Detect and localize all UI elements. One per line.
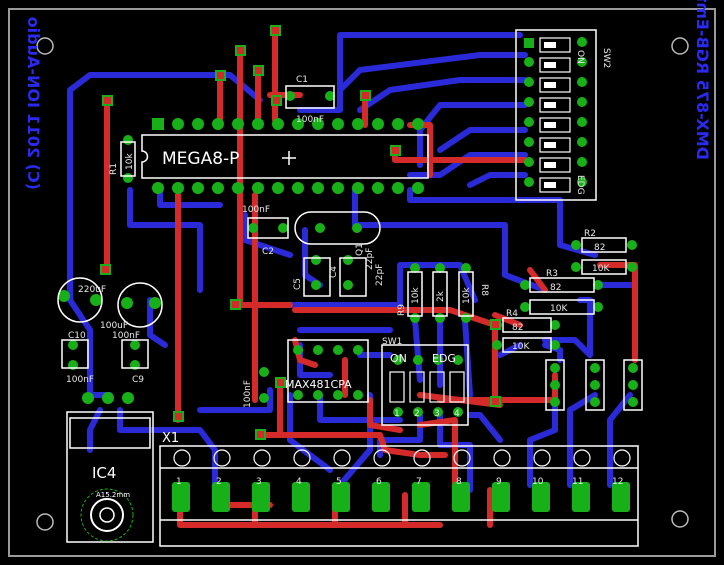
- r9-value: 10k: [411, 287, 421, 304]
- x1-pin-10: 10: [532, 477, 544, 487]
- c9-value-top: 100nF: [112, 331, 140, 341]
- board-outline: [8, 8, 716, 557]
- r9-label: R9: [397, 304, 407, 316]
- silkscreen: [57, 29, 643, 547]
- sw2-switch-cells: [524, 37, 587, 193]
- mounting-hole-tr: [671, 37, 689, 55]
- r3-value: 82: [550, 283, 561, 293]
- c2-value: 100nF: [242, 205, 270, 215]
- q1-label: Q1: [355, 243, 365, 256]
- x1-pin-2: 2: [216, 477, 222, 487]
- vias: [100, 25, 501, 440]
- c9-label: C9: [132, 375, 144, 385]
- c10-label: C10: [68, 331, 86, 341]
- sw1-pin-3: 3: [434, 409, 440, 419]
- x1-pin-7: 7: [416, 477, 422, 487]
- x1-pin-1: 1: [176, 477, 182, 487]
- x1-label: X1: [162, 431, 179, 446]
- x1-pin-8: 8: [456, 477, 462, 487]
- ic4-heatsink: [80, 488, 134, 542]
- x1-pin-5: 5: [336, 477, 342, 487]
- c5-label: C5: [293, 278, 303, 290]
- r1-label: R1: [109, 163, 119, 175]
- c1-label: C1: [296, 75, 308, 85]
- max-cap-value: 100nF: [243, 380, 253, 408]
- ic4-label: IC4: [92, 464, 116, 482]
- r4-label: R4: [506, 309, 518, 319]
- r3-value-2: 10K: [550, 304, 568, 314]
- sw2-edg: EDG: [575, 175, 585, 195]
- sw1-on: ON: [390, 352, 407, 365]
- x1-pin-11: 11: [572, 477, 583, 487]
- terminal-pin-numbers: 1 2 3 4 5 6 7 8 9 10 11 12: [176, 477, 623, 487]
- r-mid-value: 2k: [436, 290, 446, 302]
- r4-value-2: 10K: [512, 342, 530, 352]
- copyright-text: (C) 2011 ION-Audio: [24, 17, 43, 190]
- dmx-receiver-text: DMX-875 RGB-Emfänger: [693, 0, 712, 160]
- max-label: MAX481CPA: [285, 378, 352, 391]
- sw1-switch-cells: [389, 371, 465, 403]
- sw1-pin-4: 4: [454, 409, 460, 419]
- c2-label: C2: [262, 247, 274, 257]
- mcu-label: MEGA8-P: [162, 149, 239, 169]
- c1-value: 100nF: [296, 115, 324, 125]
- sw2-on: ON: [575, 50, 585, 64]
- x1-pin-4: 4: [296, 477, 302, 487]
- r2-label: R2: [584, 229, 596, 239]
- r8-value: 10k: [462, 287, 472, 304]
- r2-value: 82: [594, 243, 605, 253]
- sw1-pin-1: 1: [394, 409, 400, 419]
- r3-label: R3: [546, 269, 558, 279]
- x1-pin-3: 3: [256, 477, 262, 487]
- sw1-edg: EDG: [432, 352, 456, 365]
- c3-value: 22pF: [365, 248, 375, 270]
- x1-pin-12: 12: [612, 477, 623, 487]
- mounting-holes: [36, 37, 689, 531]
- r1-value: 10k: [125, 153, 135, 170]
- sw1-pin-2: 2: [414, 409, 420, 419]
- q1-value: 22pF: [375, 264, 385, 286]
- ic4-sub: A15.2mm: [96, 491, 130, 499]
- cap220-label: 220uF: [78, 285, 106, 295]
- mounting-hole-tl: [36, 37, 54, 55]
- r8-label: R8: [479, 284, 489, 296]
- mounting-hole-br: [671, 510, 689, 528]
- mounting-hole-bl: [36, 513, 54, 531]
- x1-pin-6: 6: [376, 477, 382, 487]
- r4-value: 82: [512, 323, 523, 333]
- c10-value: 100nF: [66, 375, 94, 385]
- r2-value-2: 10K: [592, 264, 610, 274]
- c4-label: C4: [329, 266, 339, 278]
- sw2-label: SW2: [601, 48, 611, 68]
- sw1-label: SW1: [382, 337, 402, 347]
- x1-pin-9: 9: [496, 477, 502, 487]
- cap100u-label: 100uF: [100, 321, 128, 331]
- mcu-pads: [152, 118, 424, 194]
- terminal-screws: [172, 449, 631, 512]
